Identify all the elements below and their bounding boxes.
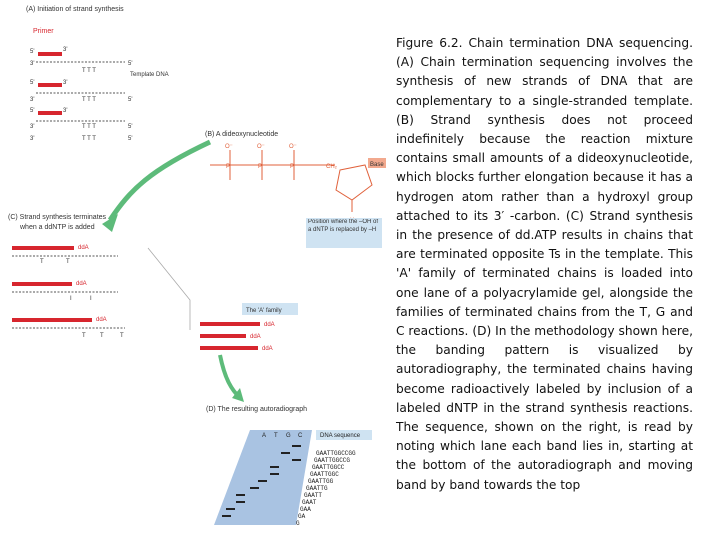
svg-text:I: I	[70, 296, 72, 302]
product-2: ddA I I	[12, 281, 118, 302]
strand-2: 5' 3' 3' T T T 5'	[30, 80, 132, 103]
arrow-to-panel-c	[107, 139, 212, 222]
panel-d-title: (D) The resulting autoradiograph	[206, 406, 307, 413]
svg-text:5': 5'	[30, 108, 34, 114]
svg-text:O⁻: O⁻	[289, 144, 297, 150]
svg-text:G: G	[286, 433, 291, 439]
dideoxynucleotide-structure	[210, 150, 373, 212]
svg-text:3': 3'	[30, 124, 34, 130]
svg-text:ddA: ddA	[264, 322, 275, 328]
svg-text:when a ddNTP is added: when a ddNTP is added	[19, 224, 95, 231]
panel-a-title: (A) Initiation of strand synthesis	[26, 6, 124, 13]
arrow-to-panel-d	[218, 354, 242, 400]
svg-text:5': 5'	[30, 80, 34, 86]
svg-text:GAATT: GAATT	[304, 492, 322, 499]
svg-text:GAATTG: GAATTG	[306, 485, 328, 492]
svg-text:G: G	[296, 520, 300, 527]
strand-1: 5' 3' 3' T T T 5' Template DNA	[30, 47, 169, 78]
primer-bar	[38, 52, 62, 56]
figure-caption: Figure 6.2. Chain termination DNA sequen…	[396, 36, 693, 492]
svg-text:C: C	[298, 433, 303, 439]
svg-text:P: P	[226, 164, 230, 170]
svg-text:T T T: T T T	[82, 68, 96, 74]
svg-text:A: A	[262, 433, 266, 439]
svg-text:T: T	[100, 333, 104, 339]
sequence-readout: GAATTGGCCGG GAATTGGCCG GAATTGGCC GAATTGG…	[296, 450, 356, 527]
svg-text:GAAT: GAAT	[302, 499, 317, 506]
svg-text:T T T: T T T	[82, 136, 96, 142]
svg-text:T T T: T T T	[82, 97, 96, 103]
family-items: ddA ddA ddA	[200, 322, 275, 352]
template-label: Template DNA	[130, 72, 169, 78]
strand-3: 5' 3' 3' T T T 5'	[30, 108, 132, 130]
panel-b-title: (B) A dideoxynucleotide	[205, 131, 278, 138]
svg-text:5': 5'	[128, 97, 132, 103]
svg-text:O⁻: O⁻	[257, 144, 265, 150]
figure-illustration: (A) Initiation of strand synthesis Prime…	[8, 6, 386, 527]
svg-text:I: I	[90, 296, 92, 302]
svg-text:ddA: ddA	[96, 317, 107, 323]
family-label-box	[242, 303, 298, 315]
svg-text:GA: GA	[298, 513, 306, 520]
svg-text:GAA: GAA	[300, 506, 311, 513]
product-1: ddA T T	[12, 245, 118, 265]
base-label: Base	[370, 162, 384, 168]
svg-text:GAATTGGCCG: GAATTGGCCG	[314, 457, 350, 464]
primer-bar	[38, 83, 62, 87]
gel-bands	[222, 445, 301, 517]
svg-text:3': 3'	[30, 61, 34, 67]
base-box	[368, 158, 386, 168]
svg-text:T: T	[40, 259, 44, 265]
svg-text:CH₂: CH₂	[326, 164, 338, 170]
lane-labels: A T G C	[262, 433, 303, 439]
primer-label: Primer	[33, 28, 54, 35]
svg-text:3': 3'	[63, 80, 67, 86]
svg-text:T: T	[82, 333, 86, 339]
svg-text:T: T	[274, 433, 278, 439]
autoradiograph-gel	[214, 430, 312, 525]
sequence-label: DNA sequence	[320, 433, 361, 439]
svg-text:T: T	[120, 333, 124, 339]
svg-text:ddA: ddA	[262, 346, 273, 352]
svg-text:P: P	[290, 164, 294, 170]
svg-text:3': 3'	[63, 47, 67, 53]
svg-text:ddA: ddA	[78, 245, 89, 251]
svg-text:3': 3'	[30, 97, 34, 103]
svg-text:ddA: ddA	[76, 281, 87, 287]
panel-c-title: (C) Strand synthesis terminates	[8, 214, 107, 221]
svg-text:GAATTGG: GAATTGG	[308, 478, 334, 485]
strand-4: 5' 3' 3' T T T 5'	[30, 136, 132, 142]
note-box	[306, 218, 382, 248]
svg-text:3': 3'	[63, 108, 67, 114]
svg-text:GAATTGGCC: GAATTGGCC	[312, 464, 345, 471]
svg-text:3': 3'	[30, 136, 34, 142]
svg-text:5': 5'	[128, 136, 132, 142]
svg-text:5': 5'	[128, 61, 132, 67]
svg-text:T T T: T T T	[82, 124, 96, 130]
svg-text:T: T	[66, 259, 70, 265]
svg-text:P: P	[258, 164, 262, 170]
product-3: ddA T T T	[12, 317, 125, 339]
family-label: The 'A' family	[246, 308, 282, 314]
svg-text:5': 5'	[128, 124, 132, 130]
sequence-label-box	[316, 430, 372, 440]
svg-text:5': 5'	[30, 49, 34, 55]
svg-text:GAATTGGCCGG: GAATTGGCCGG	[316, 450, 356, 457]
svg-text:O⁻: O⁻	[225, 144, 233, 150]
primer-bar	[38, 111, 62, 115]
svg-text:GAATTGGC: GAATTGGC	[310, 471, 339, 478]
note-text: Position where the –OH of a dNTP is repl…	[308, 219, 379, 233]
svg-text:ddA: ddA	[250, 334, 261, 340]
